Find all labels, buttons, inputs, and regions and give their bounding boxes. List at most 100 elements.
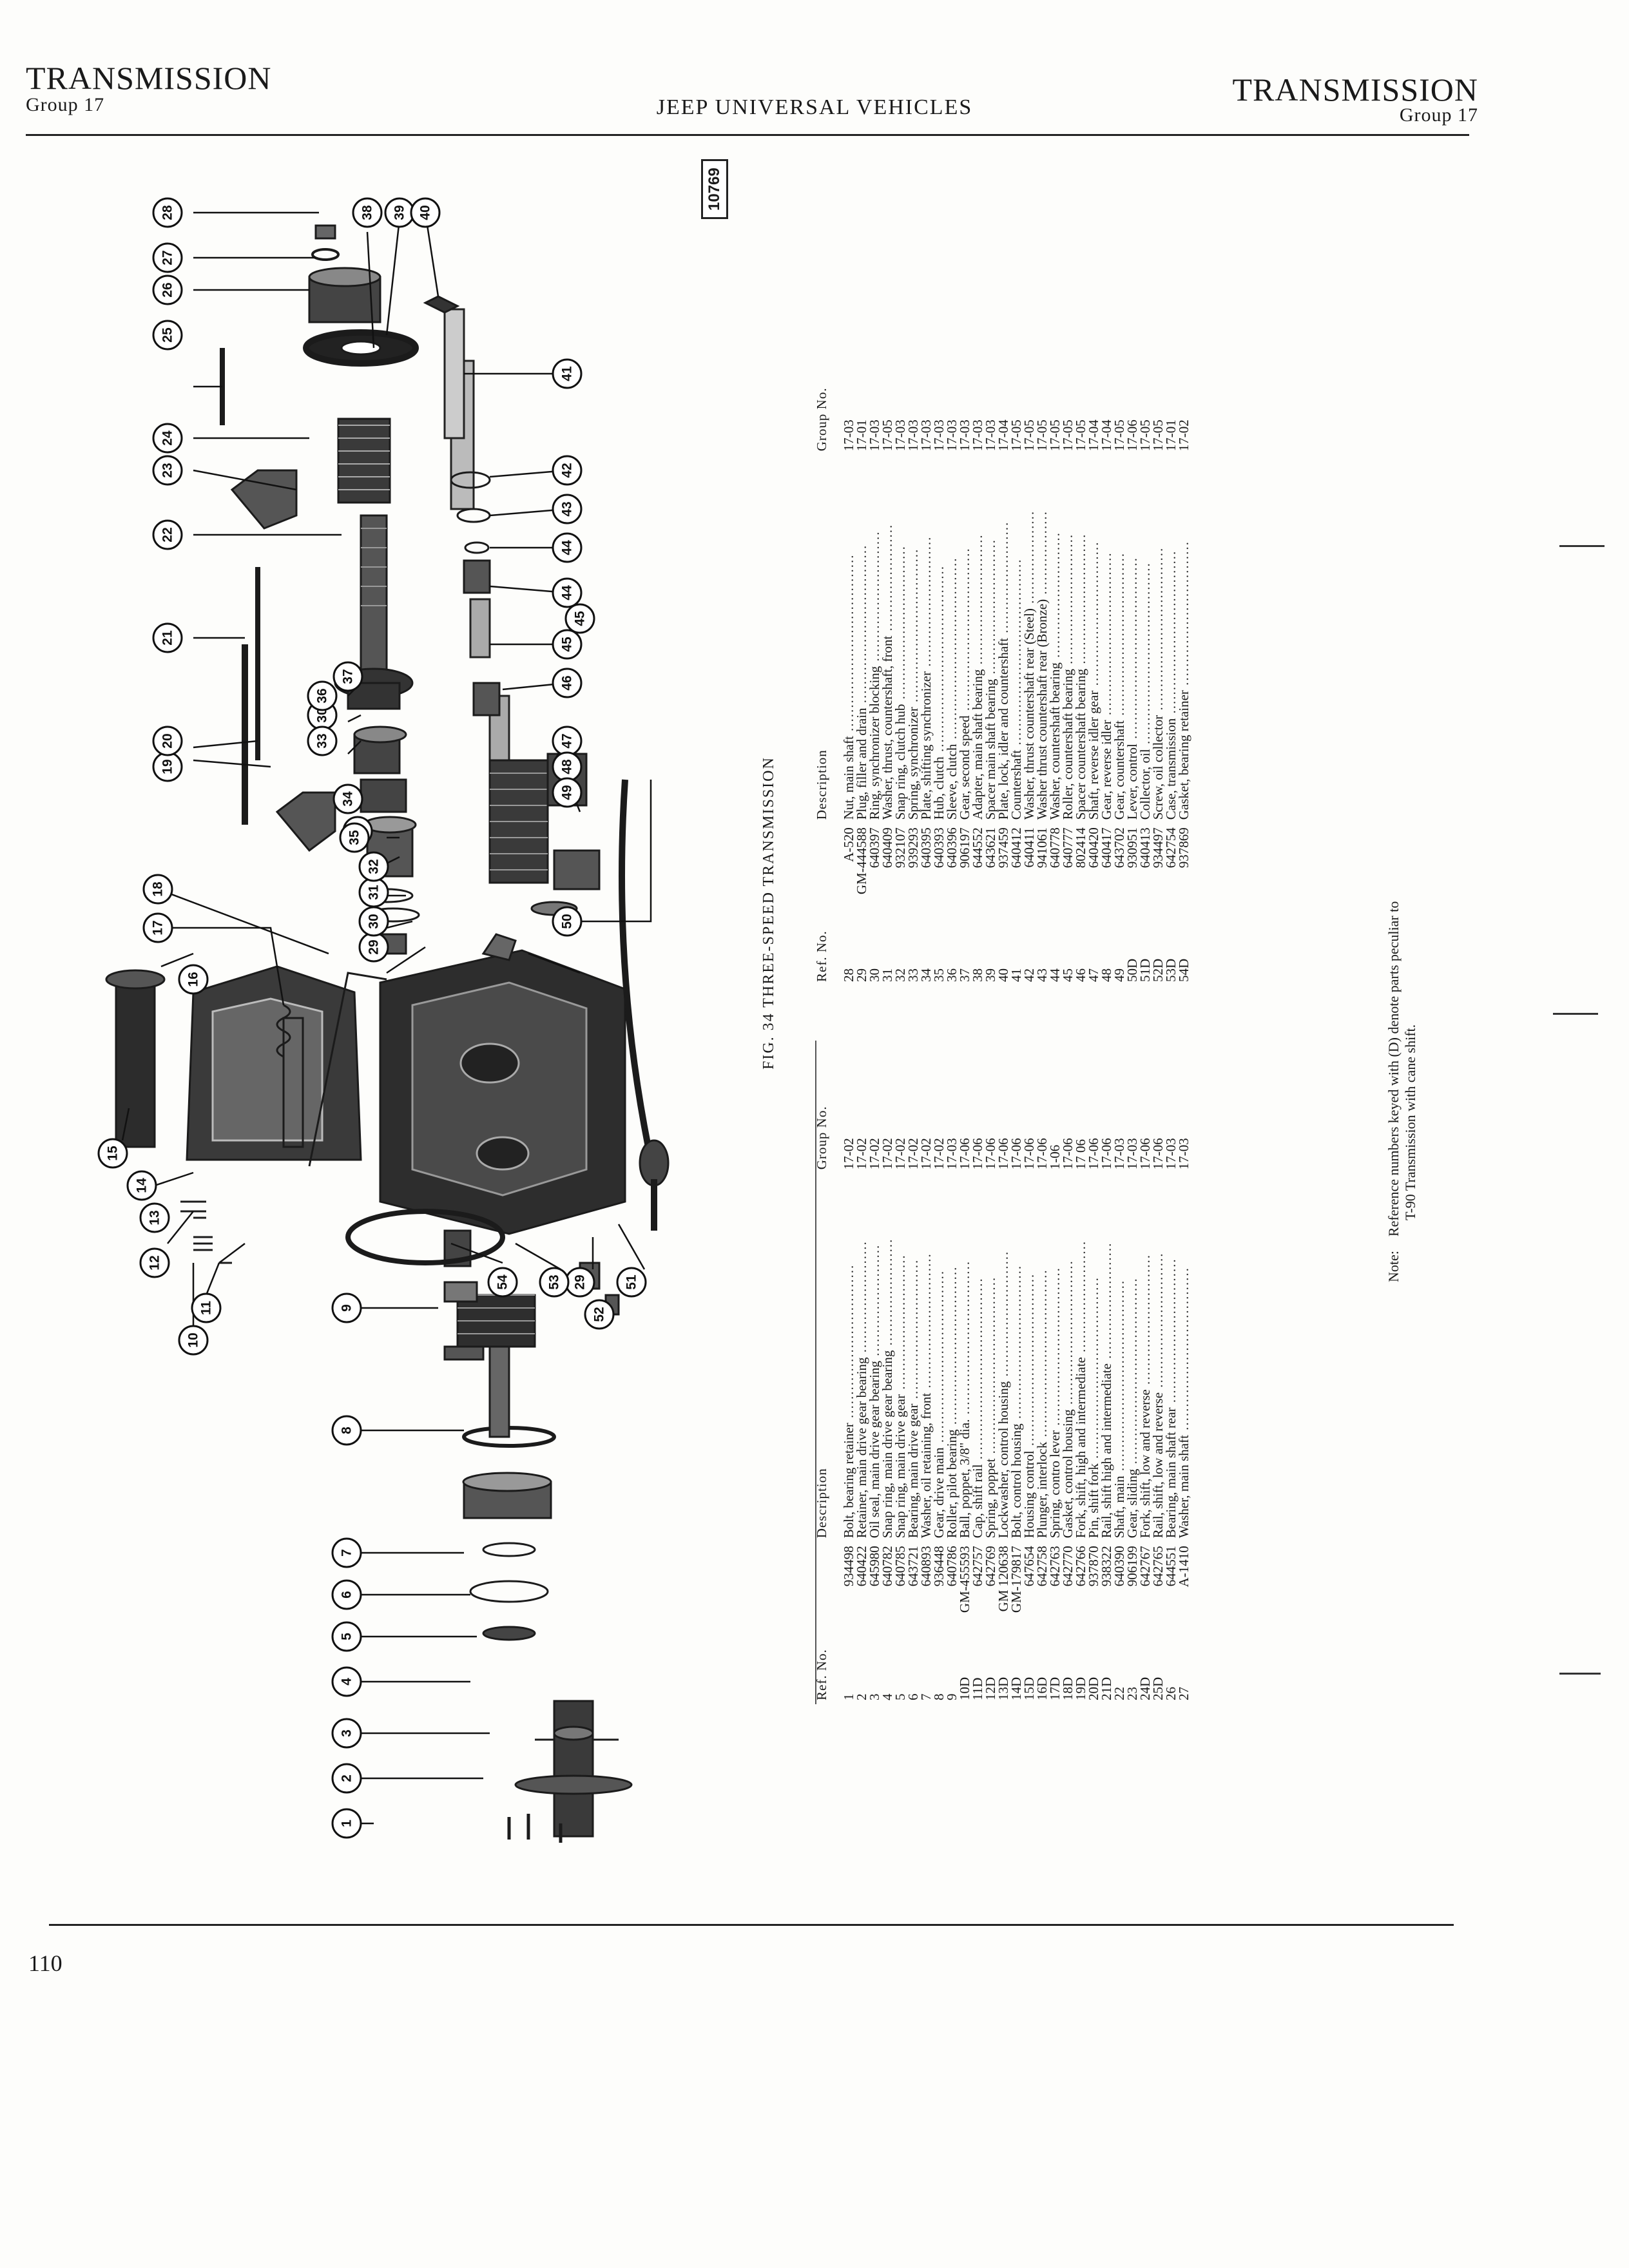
description: Gear, sliding ..........................… xyxy=(1124,1173,1140,1542)
header-group-no: Group No. xyxy=(814,1106,829,1170)
header-part-no xyxy=(815,823,842,927)
part-number: 642770 xyxy=(1060,1546,1075,1587)
callout-50: 50 xyxy=(552,906,583,937)
callout-54: 54 xyxy=(487,1267,518,1298)
ref-number: 46 xyxy=(1073,968,1088,982)
header-center-title: JEEP UNIVERSAL VEHICLES xyxy=(656,95,973,119)
description-text: Nut, main shaft xyxy=(841,736,856,820)
svg-text:23: 23 xyxy=(160,463,175,477)
group-number: 17-04 xyxy=(1086,419,1101,452)
svg-text:49: 49 xyxy=(560,785,575,800)
callout-35: 35 xyxy=(339,822,370,853)
group-number: 17-05 xyxy=(1112,419,1127,452)
description: Washer, main shaft .....................… xyxy=(1176,1173,1191,1542)
description-text: Bolt, control housing xyxy=(1008,1423,1024,1539)
description-text: Snap ring, main drive gear bearing xyxy=(880,1350,895,1539)
part-number: 645980 xyxy=(867,1546,882,1587)
description-text: Washer, thrust countershaft rear (Steel) xyxy=(1021,608,1037,820)
part-number: 941061 xyxy=(1034,827,1050,869)
description-text: Spring, synchronizer xyxy=(905,707,921,820)
description-text: Rail, shift, low and reverse xyxy=(1150,1392,1166,1539)
callout-49: 49 xyxy=(552,777,583,808)
callout-16: 16 xyxy=(178,964,209,995)
callout-39: 39 xyxy=(384,197,415,228)
ref-number: 26 xyxy=(1163,1687,1179,1700)
description: Sleeve, clutch .........................… xyxy=(944,455,959,823)
part-number: GM-455593 xyxy=(957,1546,972,1613)
group-number: 17-06 xyxy=(983,1138,998,1170)
callout-37: 37 xyxy=(333,661,363,692)
part-number: 640778 xyxy=(1047,827,1063,869)
svg-text:12: 12 xyxy=(148,1255,162,1270)
description: Cap, shift rail ........................… xyxy=(970,1173,985,1542)
ref-number: 47 xyxy=(1086,968,1101,982)
part-number: 647654 xyxy=(1021,1546,1037,1587)
callout-42: 42 xyxy=(552,455,583,486)
callout-14: 14 xyxy=(126,1170,157,1201)
group-number: 1-06 xyxy=(1047,1144,1063,1170)
description-text: Sleeve, clutch xyxy=(944,744,959,820)
header-group-no: Group No. xyxy=(814,387,829,452)
description: Gear, drive main .......................… xyxy=(931,1173,947,1542)
description: Spring, poppet .........................… xyxy=(983,1173,998,1542)
part-number: GM-444588 xyxy=(854,827,869,895)
svg-text:3: 3 xyxy=(340,1729,354,1737)
svg-text:15: 15 xyxy=(106,1146,120,1161)
ref-number: 40 xyxy=(996,968,1011,982)
part-number: 643702 xyxy=(1112,827,1127,869)
ref-number: 22 xyxy=(1112,1687,1127,1700)
description-text: Gear, countershaft xyxy=(1112,720,1127,820)
part-number: 642765 xyxy=(1150,1546,1166,1587)
svg-text:30: 30 xyxy=(315,707,330,722)
description: Hub, clutch ............................… xyxy=(931,455,947,823)
callout-13: 13 xyxy=(139,1202,170,1233)
part-number: 642758 xyxy=(1034,1546,1050,1587)
group-number: 17-06 xyxy=(1099,1138,1114,1170)
callout-47: 47 xyxy=(552,726,583,756)
description: Collector, oil .........................… xyxy=(1137,455,1153,823)
description-text: Washer, main shaft xyxy=(1176,1435,1191,1539)
description: Plate, shifting synchronizer ...........… xyxy=(918,455,934,823)
dot-leader: ................................... xyxy=(1176,1267,1191,1436)
description-text: Shaft, main xyxy=(1112,1475,1127,1539)
ref-number: 18D xyxy=(1060,1677,1075,1700)
callout-44: 44 xyxy=(552,577,583,608)
svg-text:36: 36 xyxy=(315,688,330,703)
callout-7: 7 xyxy=(331,1537,362,1568)
description: Snap ring, main drive gear bearing .....… xyxy=(880,1173,895,1542)
description: Washer, countershaft bearing ...........… xyxy=(1047,455,1063,823)
description: Bearing, main drive gear ...............… xyxy=(905,1173,921,1542)
description: Shaft, reverse idler gear ..............… xyxy=(1086,455,1101,823)
svg-text:11: 11 xyxy=(199,1301,214,1316)
callout-53: 53 xyxy=(539,1267,570,1298)
svg-text:5: 5 xyxy=(340,1633,354,1640)
part-number: 640420 xyxy=(1086,827,1101,869)
callout-34: 34 xyxy=(333,783,363,814)
svg-text:37: 37 xyxy=(341,669,356,684)
svg-text:1: 1 xyxy=(340,1820,354,1827)
svg-text:16: 16 xyxy=(186,972,201,986)
part-number: A-1410 xyxy=(1176,1546,1191,1588)
group-number: 17-02 xyxy=(918,1138,934,1170)
part-number: GM-179817 xyxy=(1008,1546,1024,1613)
ref-number: 7 xyxy=(918,1693,934,1701)
group-number: 17-03 xyxy=(944,419,959,452)
part-number: 640411 xyxy=(1021,827,1037,868)
part-number: 937869 xyxy=(1176,827,1191,869)
footer-rule xyxy=(49,1924,1454,1926)
description-text: Collector, oil xyxy=(1137,749,1153,820)
